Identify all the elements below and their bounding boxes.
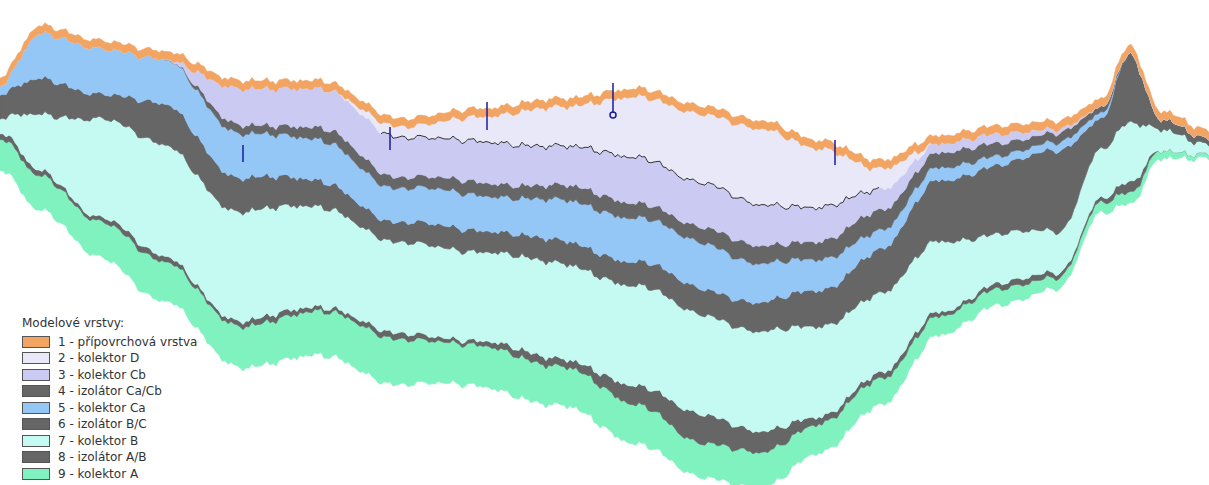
legend-swatch: [22, 369, 50, 381]
legend-row: 9 - kolektor A: [22, 466, 197, 483]
legend: Modelové vrstvy: 1 - přípovrchová vrstva 2…: [22, 316, 197, 483]
legend-swatch: [22, 418, 50, 430]
legend-text: 1 - přípovrchová vrstva: [58, 335, 197, 349]
legend-swatch: [22, 402, 50, 414]
well: [612, 83, 614, 113]
wells: [243, 83, 835, 165]
legend-text: 3 - kolektor Cb: [58, 368, 146, 382]
legend-row: 8 - izolátor A/B: [22, 449, 197, 466]
legend-swatch: [22, 451, 50, 463]
legend-row: 7 - kolektor B: [22, 433, 197, 450]
legend-text: 4 - izolátor Ca/Cb: [58, 384, 162, 398]
layer-fills: [0, 23, 1209, 485]
legend-text: 5 - kolektor Ca: [58, 401, 146, 415]
well: [389, 127, 391, 150]
well: [834, 140, 836, 165]
layer-fill: [0, 23, 1209, 172]
well-end: [610, 112, 616, 118]
legend-swatch: [22, 352, 50, 364]
legend-row: 2 - kolektor D: [22, 350, 197, 367]
legend-text: 2 - kolektor D: [58, 351, 139, 365]
legend-row: 1 - přípovrchová vrstva: [22, 334, 197, 351]
legend-row: 5 - kolektor Ca: [22, 400, 197, 417]
well: [486, 102, 488, 130]
legend-swatch: [22, 385, 50, 397]
legend-swatch: [22, 435, 50, 447]
legend-text: 8 - izolátor A/B: [58, 450, 147, 464]
layer-fill: [0, 31, 1209, 265]
legend-row: 3 - kolektor Cb: [22, 367, 197, 384]
legend-text: 9 - kolektor A: [58, 467, 138, 481]
legend-row: 4 - izolátor Ca/Cb: [22, 383, 197, 400]
legend-swatch: [22, 468, 50, 480]
legend-title: Modelové vrstvy:: [22, 316, 197, 331]
legend-row: 6 - izolátor B/C: [22, 416, 197, 433]
well: [242, 145, 244, 162]
layer-fill: [0, 31, 1209, 247]
layer-boundary: [381, 132, 879, 210]
layer-fill: [0, 31, 1209, 305]
legend-text: 7 - kolektor B: [58, 434, 138, 448]
legend-text: 6 - izolátor B/C: [58, 417, 147, 431]
legend-swatch: [22, 336, 50, 348]
